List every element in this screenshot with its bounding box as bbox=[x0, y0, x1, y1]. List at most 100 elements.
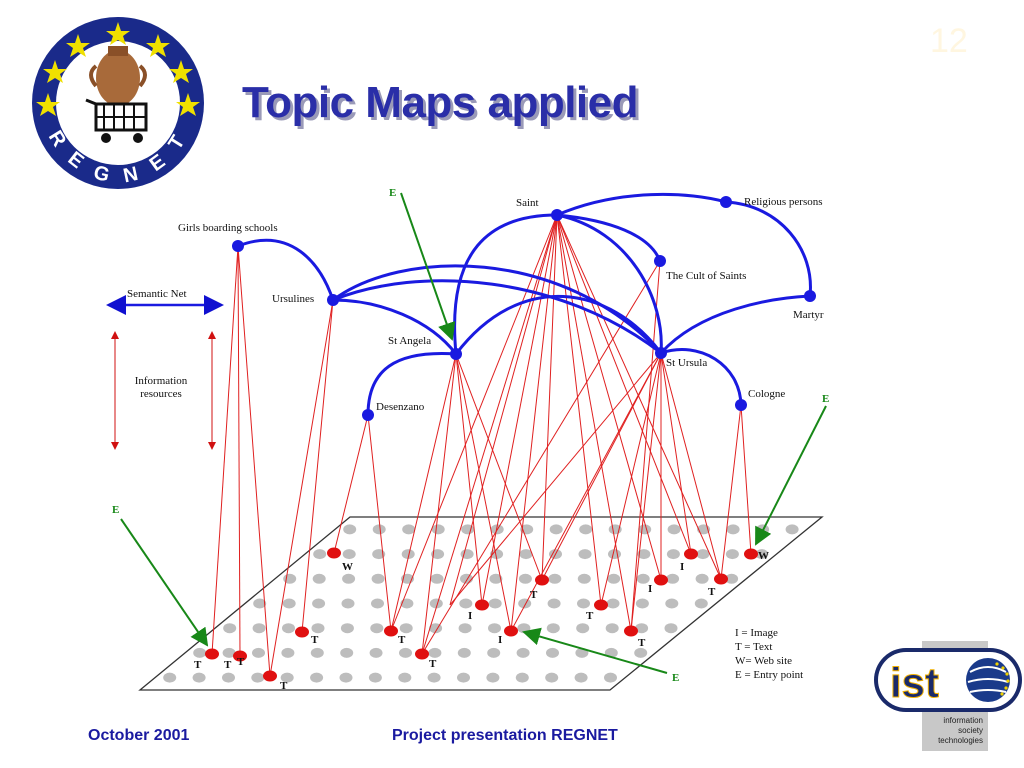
resource-letter-t: T bbox=[429, 658, 437, 670]
grid-dot bbox=[460, 573, 473, 584]
grid-dot bbox=[574, 672, 588, 683]
regnet-logo: R E G N E T bbox=[32, 17, 204, 189]
topic-node-st-angela[interactable] bbox=[450, 348, 462, 360]
grid-dot bbox=[281, 647, 295, 658]
topic-node-religious-persons[interactable] bbox=[720, 196, 732, 208]
topic-label-girls-boarding-schools: Girls boarding schools bbox=[178, 222, 278, 234]
grid-dot bbox=[578, 549, 592, 560]
grid-dot bbox=[608, 549, 621, 560]
grid-dot bbox=[577, 598, 590, 609]
ist-caption-1: information bbox=[943, 716, 983, 725]
resource-text-6[interactable] bbox=[415, 648, 429, 660]
topic-node-st-ursula[interactable] bbox=[655, 347, 667, 359]
resource-image-1[interactable] bbox=[475, 599, 489, 611]
grid-dot bbox=[342, 549, 356, 560]
star-icon bbox=[36, 22, 200, 116]
topic-node-ursulines[interactable] bbox=[327, 294, 339, 306]
topic-label-cult-of-saints: The Cult of Saints bbox=[666, 270, 746, 282]
grid-dot bbox=[193, 647, 207, 658]
topic-node-girls-boarding-schools[interactable] bbox=[232, 240, 244, 252]
grid-dot bbox=[428, 647, 442, 658]
topic-node-cologne[interactable] bbox=[735, 399, 747, 411]
resource-text-4[interactable] bbox=[295, 626, 309, 638]
grid-dot bbox=[461, 524, 475, 535]
resource-letter-w: W bbox=[342, 561, 353, 573]
resource-text-1[interactable] bbox=[205, 648, 219, 660]
topic-node-saint[interactable] bbox=[551, 209, 563, 221]
grid-dot bbox=[192, 672, 206, 683]
resource-letter-t: T bbox=[224, 659, 232, 671]
footer-project: Project presentation REGNET bbox=[392, 727, 618, 744]
slide-number: 12 bbox=[930, 22, 968, 60]
grid-dot bbox=[457, 647, 471, 658]
resource-website-2[interactable] bbox=[744, 548, 758, 560]
resource-text-2[interactable] bbox=[233, 650, 247, 662]
grid-dot bbox=[488, 623, 501, 634]
resource-website-1[interactable] bbox=[327, 547, 341, 559]
grid-dot bbox=[340, 623, 354, 634]
topic-node-desenzano[interactable] bbox=[362, 409, 374, 421]
grid-dot bbox=[637, 549, 651, 560]
grid-dot bbox=[402, 524, 416, 535]
grid-dot bbox=[490, 549, 504, 560]
entry-label-left: E bbox=[112, 504, 119, 516]
topic-label-cologne: Cologne bbox=[748, 388, 785, 400]
topic-node-cult-of-saints[interactable] bbox=[654, 255, 666, 267]
resource-image-2[interactable] bbox=[504, 625, 518, 637]
grid-dot bbox=[667, 524, 681, 535]
ist-caption-2: society bbox=[958, 726, 983, 735]
topic-label-religious-persons: Religious persons bbox=[744, 196, 823, 208]
grid-dot bbox=[460, 549, 474, 560]
grid-dot bbox=[696, 549, 710, 560]
entry-label-top: E bbox=[389, 187, 396, 199]
resource-text-10[interactable] bbox=[714, 573, 728, 585]
grid-dot bbox=[282, 598, 296, 609]
grid-dot bbox=[343, 524, 357, 535]
topic-label-st-angela: St Angela bbox=[388, 335, 431, 347]
occurrence-links bbox=[211, 214, 752, 677]
grid-dot bbox=[399, 647, 412, 658]
grid-dot bbox=[666, 573, 680, 584]
resource-text-7[interactable] bbox=[535, 574, 549, 586]
resource-letter-w: W bbox=[758, 550, 769, 562]
grid-dot bbox=[431, 524, 445, 535]
legend-entry: E = Entry point bbox=[735, 669, 803, 681]
grid-dot bbox=[545, 672, 559, 683]
resource-text-9[interactable] bbox=[624, 625, 638, 637]
grid-dot bbox=[163, 672, 177, 683]
grid-dot bbox=[579, 524, 593, 535]
logo-letter-g: G bbox=[91, 162, 111, 187]
resource-text-5[interactable] bbox=[384, 625, 398, 637]
grid-dot bbox=[312, 573, 326, 584]
resource-image-3[interactable] bbox=[654, 574, 668, 586]
grid-dot bbox=[546, 647, 559, 658]
grid-dot bbox=[664, 623, 678, 634]
grid-dot bbox=[457, 672, 470, 683]
grid-dot bbox=[398, 672, 412, 683]
grid-dot bbox=[370, 623, 384, 634]
resource-text-8[interactable] bbox=[594, 599, 608, 611]
resource-letter-t: T bbox=[708, 586, 716, 598]
grid-dot bbox=[283, 573, 297, 584]
amphora-cart-icon bbox=[85, 46, 148, 143]
resource-image-4[interactable] bbox=[684, 548, 698, 560]
grid-dot bbox=[252, 623, 266, 634]
grid-dot bbox=[431, 549, 445, 560]
grid-dot bbox=[548, 573, 562, 584]
grid-dot bbox=[665, 598, 679, 609]
resource-grid bbox=[163, 524, 799, 683]
topic-node-martyr[interactable] bbox=[804, 290, 816, 302]
info-resources-label-2: resources bbox=[140, 388, 182, 400]
resource-letter-i: I bbox=[498, 634, 502, 646]
entry-arrow-bottom bbox=[522, 627, 668, 674]
grid-dot bbox=[694, 598, 708, 609]
grid-dot bbox=[253, 598, 267, 609]
topic-label-st-ursula: St Ursula bbox=[666, 357, 707, 369]
grid-dot bbox=[547, 598, 561, 609]
topic-label-desenzano: Desenzano bbox=[376, 401, 425, 413]
grid-dot bbox=[666, 549, 680, 560]
grid-dot bbox=[280, 672, 294, 683]
resource-text-3[interactable] bbox=[263, 670, 277, 682]
grid-dot bbox=[695, 573, 709, 584]
grid-dot bbox=[726, 524, 740, 535]
